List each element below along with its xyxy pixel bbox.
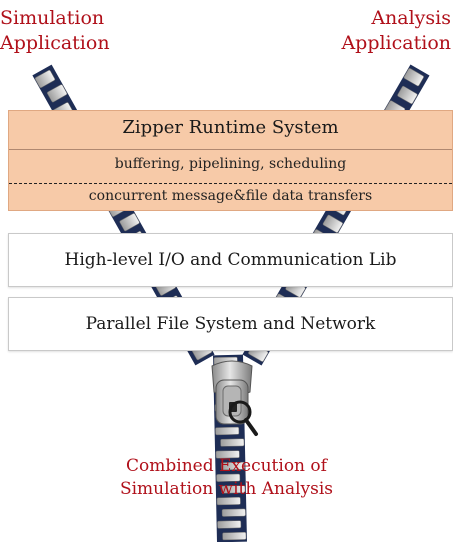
simulation-application-label: Simulation Application — [0, 7, 110, 54]
parallel-file-system-layer: Parallel File System and Network — [8, 297, 453, 351]
zipper-runtime-system-box: Zipper Runtime System buffering, pipelin… — [8, 110, 453, 211]
runtime-title: Zipper Runtime System — [122, 117, 339, 138]
io-communication-lib-layer: High-level I/O and Communication Lib — [8, 233, 453, 287]
runtime-feature-buffering: buffering, pipelining, scheduling — [114, 156, 347, 172]
zipper-pull-icon — [211, 360, 258, 436]
runtime-divider — [9, 149, 452, 150]
runtime-feature-transfers: concurrent message&file data transfers — [88, 188, 373, 204]
analysis-application-label: Analysis Application — [341, 7, 451, 54]
runtime-dashed-divider — [9, 183, 452, 184]
combined-execution-label: Combined Execution of Simulation with An… — [119, 456, 334, 499]
